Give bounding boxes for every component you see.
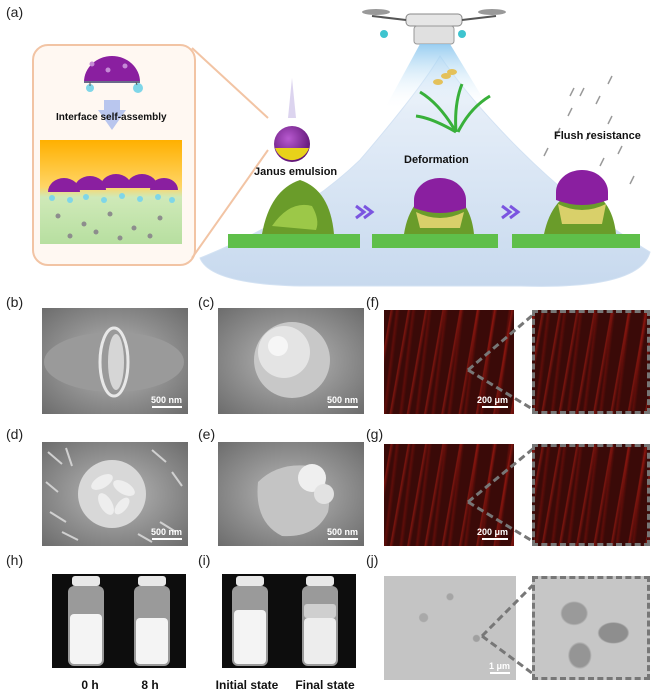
panel-label-e: (e) [198,426,216,442]
chevron-icon-2 [501,204,521,220]
deformation-label: Deformation [404,154,469,166]
schematic-diagram [40,9,651,287]
bottle-icon [134,576,170,666]
sem-image-c: 500 nm [218,308,364,414]
janus-particle-icon [84,56,143,93]
photo-bottles-i [222,574,356,668]
sem-image-b: 500 nm [42,308,188,414]
panel-label-i: (i) [198,552,211,568]
bottle-icon [232,576,268,666]
photo-bottles-h [52,574,186,668]
leaf-2 [372,178,498,248]
spray-beam [384,44,490,110]
drone-icon [362,9,506,45]
sem-image-e: 500 nm [218,442,364,546]
panel-label-g: (g) [366,426,384,442]
panel-label-c: (c) [198,294,215,310]
zoom-lines-f [467,312,535,412]
panel-label-a: (a) [6,4,24,20]
panel-label-h: (h) [6,552,24,568]
panel-label-f: (f) [366,294,380,310]
interface-label: Interface self-assembly [56,112,167,123]
scalebar-e: 500 nm [327,527,358,540]
bottle-label-initial: Initial state [215,678,279,692]
leaf-3 [512,170,640,248]
tem-image-j: 1 μm [384,576,516,680]
zoom-lines-g [467,446,535,544]
plant-icon [415,83,491,134]
scalebar-d: 500 nm [151,527,182,540]
bottle-label-final: Final state [295,678,355,692]
panel-label-d: (d) [6,426,24,442]
bottle-icon [68,576,104,666]
zoom-image-f [532,310,650,414]
down-arrow-icon [98,110,126,130]
panel-label-b: (b) [6,294,24,310]
bottle-icon [302,576,338,666]
scalebar-j: 1 μm [489,661,510,674]
panel-label-j: (j) [366,552,379,568]
scalebar-c: 500 nm [327,395,358,408]
bottle-label-0h: 0 h [81,678,99,692]
fluorescence-image-f: 200 μm [384,310,514,414]
sem-image-d: 500 nm [42,442,188,546]
flush-resistance-label: Flush resistance [554,130,641,142]
zoom-lines-j [480,580,538,678]
chevron-icon-1 [355,204,375,220]
zoom-image-g [532,444,650,546]
leaf-1 [228,180,360,248]
bottle-label-8h: 8 h [141,678,159,692]
scalebar-g: 200 μm [477,527,508,540]
scalebar-f: 200 μm [477,395,508,408]
fluorescence-image-g: 200 μm [384,444,514,546]
janus-emulsion-label: Janus emulsion [254,166,338,178]
scalebar-b: 500 nm [151,395,182,408]
zoom-image-j [532,576,650,680]
